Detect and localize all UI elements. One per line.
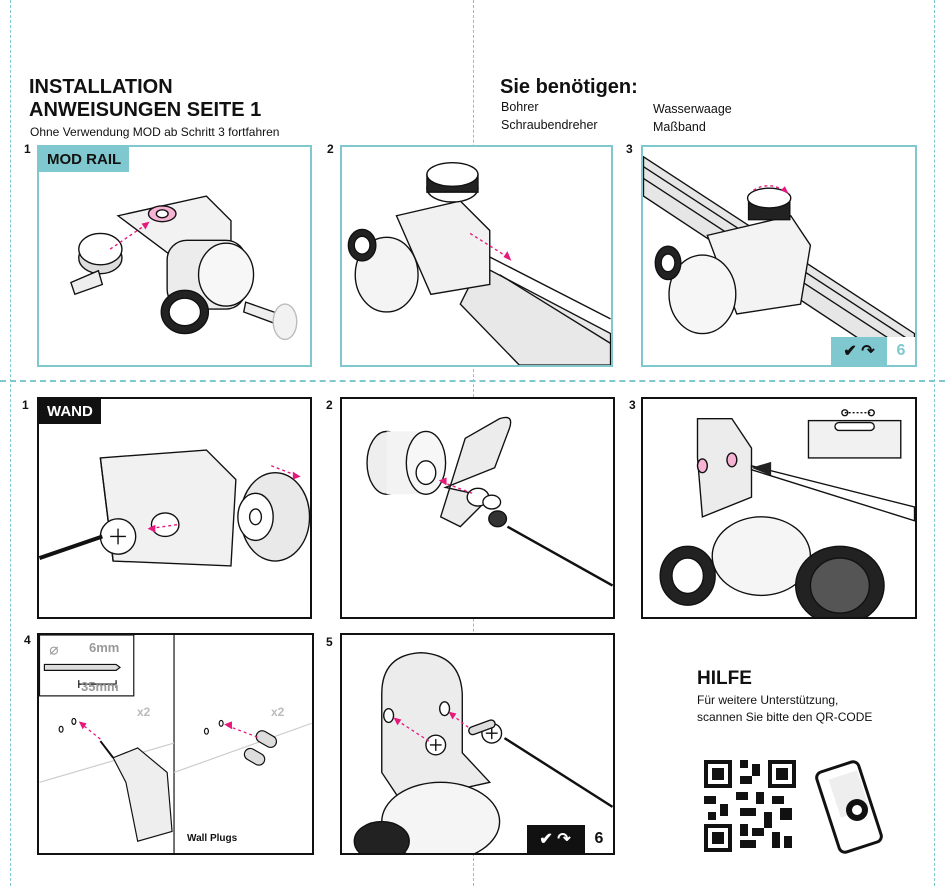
step-number: 1 [24, 142, 31, 156]
step-number: 2 [326, 398, 333, 412]
help-line-2: scannen Sie bitte den QR-CODE [697, 710, 873, 724]
step-number: 3 [626, 142, 633, 156]
wand-step-3 [641, 397, 917, 619]
req-item-level: Wasserwaage [653, 102, 732, 116]
mod-rail-step-2 [340, 145, 613, 367]
req-item-screwdriver: Schraubendreher [501, 118, 598, 132]
svg-text:⌀: ⌀ [49, 642, 59, 659]
cut-guide-left [10, 0, 11, 886]
phone-scan-icon [815, 760, 883, 854]
req-item-tape: Maßband [653, 120, 706, 134]
page-subtitle: Ohne Verwendung MOD ab Schritt 3 fortfah… [30, 125, 280, 139]
continue-step: 6 [887, 337, 915, 365]
quantity-left: x2 [137, 705, 151, 719]
page-title: INSTALLATION ANWEISUNGEN SEITE 1 [29, 76, 261, 122]
mod-rail-step-1: MOD RAIL [37, 145, 312, 367]
wand-step-1: WAND [37, 397, 312, 619]
step-number: 5 [326, 635, 333, 649]
qr-code-icon[interactable] [700, 756, 800, 856]
continue-badge: ✔ ↷ 6 [527, 825, 613, 853]
wand-step-4: ⌀ 6mm 35mm x2 x2 Wall Plugs [37, 633, 314, 855]
mount-illustration [70, 195, 298, 341]
requirements-col-2: Wasserwaage Maßband [653, 100, 732, 136]
requirements-col-1: Bohrer Schraubendreher [501, 98, 598, 134]
cut-guide-right [934, 0, 935, 886]
plate-screw-illustration [366, 416, 613, 587]
wand-step-2 [340, 397, 615, 619]
continue-step: 6 [583, 825, 613, 853]
wand-label: WAND [39, 399, 101, 424]
drill-depth: 35mm [81, 679, 119, 694]
section-divider [0, 380, 945, 382]
step-number: 1 [22, 398, 29, 412]
rail-tighten-illustration [643, 155, 915, 365]
title-line-1: INSTALLATION [29, 76, 173, 98]
check-turn-icon: ✔ ↷ [527, 825, 583, 853]
check-turn-icon: ✔ ↷ [831, 337, 887, 365]
mod-rail-label: MOD RAIL [39, 147, 130, 172]
drill-illustration: ⌀ [39, 635, 312, 853]
requirements-title: Sie benötigen: [500, 76, 638, 98]
help-title: HILFE [697, 668, 752, 689]
title-line-2: ANWEISUNGEN SEITE 1 [29, 99, 262, 121]
help-line-1: Für weitere Unterstützung, [697, 693, 839, 707]
wall-plugs-label: Wall Plugs [187, 833, 238, 844]
mod-rail-step-3: ✔ ↷ 6 [641, 145, 917, 367]
quantity-right: x2 [271, 705, 285, 719]
wand-step-5: ✔ ↷ 6 [340, 633, 615, 855]
mark-holes-illustration [659, 409, 915, 617]
help-text: Für weitere Unterstützung, scannen Sie b… [697, 692, 872, 726]
wall-mount-illustration [353, 651, 613, 853]
rail-attach-illustration [347, 162, 611, 365]
remove-screw-illustration [39, 449, 310, 567]
step-number: 4 [24, 633, 31, 647]
continue-badge: ✔ ↷ 6 [831, 337, 915, 365]
step-number: 3 [629, 398, 636, 412]
drill-diameter: 6mm [89, 640, 120, 655]
req-item-drill: Bohrer [501, 100, 539, 114]
step-number: 2 [327, 142, 334, 156]
